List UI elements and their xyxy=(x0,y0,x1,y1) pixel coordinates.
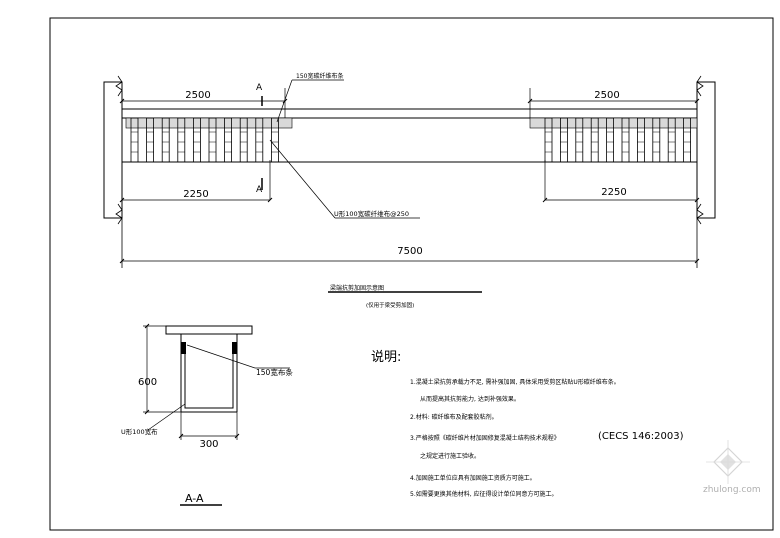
u-wrap-strip xyxy=(130,117,139,163)
note-line-1: 1.混凝土梁抗剪承载力不足, 需补强加固, 具体采用受剪区粘贴U形碳纤维布条。 xyxy=(410,378,620,386)
u-wrap-strip xyxy=(575,117,584,163)
dim-right-bottom: 2250 xyxy=(601,187,626,198)
u-wrap-strip xyxy=(621,117,630,163)
u-wrap-strip xyxy=(177,117,186,163)
u-wrap-strip xyxy=(637,117,645,163)
note-code: (CECS 146:2003) xyxy=(598,431,684,442)
note-line-6: 4.加固施工单位应具有加固施工资质方可施工。 xyxy=(410,474,536,482)
u-wrap-strip xyxy=(161,117,170,163)
note-line-5: 之规定进行施工验收。 xyxy=(420,452,480,460)
section-mark-bottom: A xyxy=(256,185,263,195)
note-line-4: 3.严格按照《碳纤维片材加固修复混凝土结构技术规程》 xyxy=(410,434,560,442)
watermark-logo xyxy=(706,440,750,484)
section-mark-top: A xyxy=(256,83,263,93)
note-line-3: 2.材料: 碳纤维布及配套胶粘剂。 xyxy=(410,413,498,421)
drawing-title: 梁端抗剪加固示意图 xyxy=(330,284,384,292)
note-line-2: 从而提高其抗剪能力, 达到补强效果。 xyxy=(420,395,520,403)
callout-section-left: U形100宽布 xyxy=(121,427,158,436)
right-strip-end xyxy=(232,342,237,354)
u-wrap-strip xyxy=(208,117,217,163)
u-wrap-strip xyxy=(606,117,614,163)
u-wrap-strip xyxy=(652,117,661,163)
u-wrap-strip xyxy=(146,117,155,163)
u-wrap-strip xyxy=(683,117,691,163)
dim-section-height: 600 xyxy=(138,377,157,388)
section-label: A-A xyxy=(185,492,204,505)
watermark-text: zhulong.com xyxy=(703,485,761,495)
u-wrap-strips-right xyxy=(544,117,691,163)
u-wrap-strips-left xyxy=(130,117,279,163)
u-wrap-section xyxy=(184,342,234,409)
dim-left-bottom: 2250 xyxy=(183,189,208,200)
u-wrap-strip xyxy=(255,117,264,163)
u-wrap-strip xyxy=(224,117,233,163)
left-support xyxy=(103,81,123,219)
right-support xyxy=(696,81,716,219)
dim-total: 7500 xyxy=(397,246,422,257)
slab xyxy=(165,325,253,335)
u-wrap-strip xyxy=(192,117,201,163)
drawing-frame xyxy=(49,17,774,531)
dim-left-top: 2500 xyxy=(185,90,210,101)
u-wrap-strip xyxy=(239,117,248,163)
dim-section-width: 300 xyxy=(199,439,218,450)
u-wrap-strip xyxy=(544,117,553,163)
section-a-a: 600 300 150宽布条 U形100宽布 A-A xyxy=(121,323,293,506)
callout-section-right: 150宽布条 xyxy=(256,367,293,377)
u-wrap-strip xyxy=(590,117,599,163)
notes-heading: 说明: xyxy=(371,350,401,365)
callout-top: 150宽碳纤维布条 xyxy=(296,72,343,80)
drawing-subtitle: (仅用于梁受剪加固) xyxy=(366,301,414,309)
dim-right-top: 2500 xyxy=(594,90,619,101)
note-line-7: 5.如需要更换其他材料, 应征得设计单位同意方可施工。 xyxy=(410,490,558,498)
u-wrap-strip xyxy=(560,117,568,163)
left-strip-end xyxy=(181,342,186,354)
u-wrap-strip xyxy=(270,117,279,163)
beam-elevation: A A 2500 2500 2250 2250 7500 150宽碳纤维布条 U… xyxy=(103,72,716,268)
callout-bottom: U形100宽碳纤维布@250 xyxy=(334,209,409,218)
u-wrap-strip xyxy=(667,117,676,163)
notes-block: 说明: 1.混凝土梁抗剪承载力不足, 需补强加固, 具体采用受剪区粘贴U形碳纤维… xyxy=(371,350,684,498)
